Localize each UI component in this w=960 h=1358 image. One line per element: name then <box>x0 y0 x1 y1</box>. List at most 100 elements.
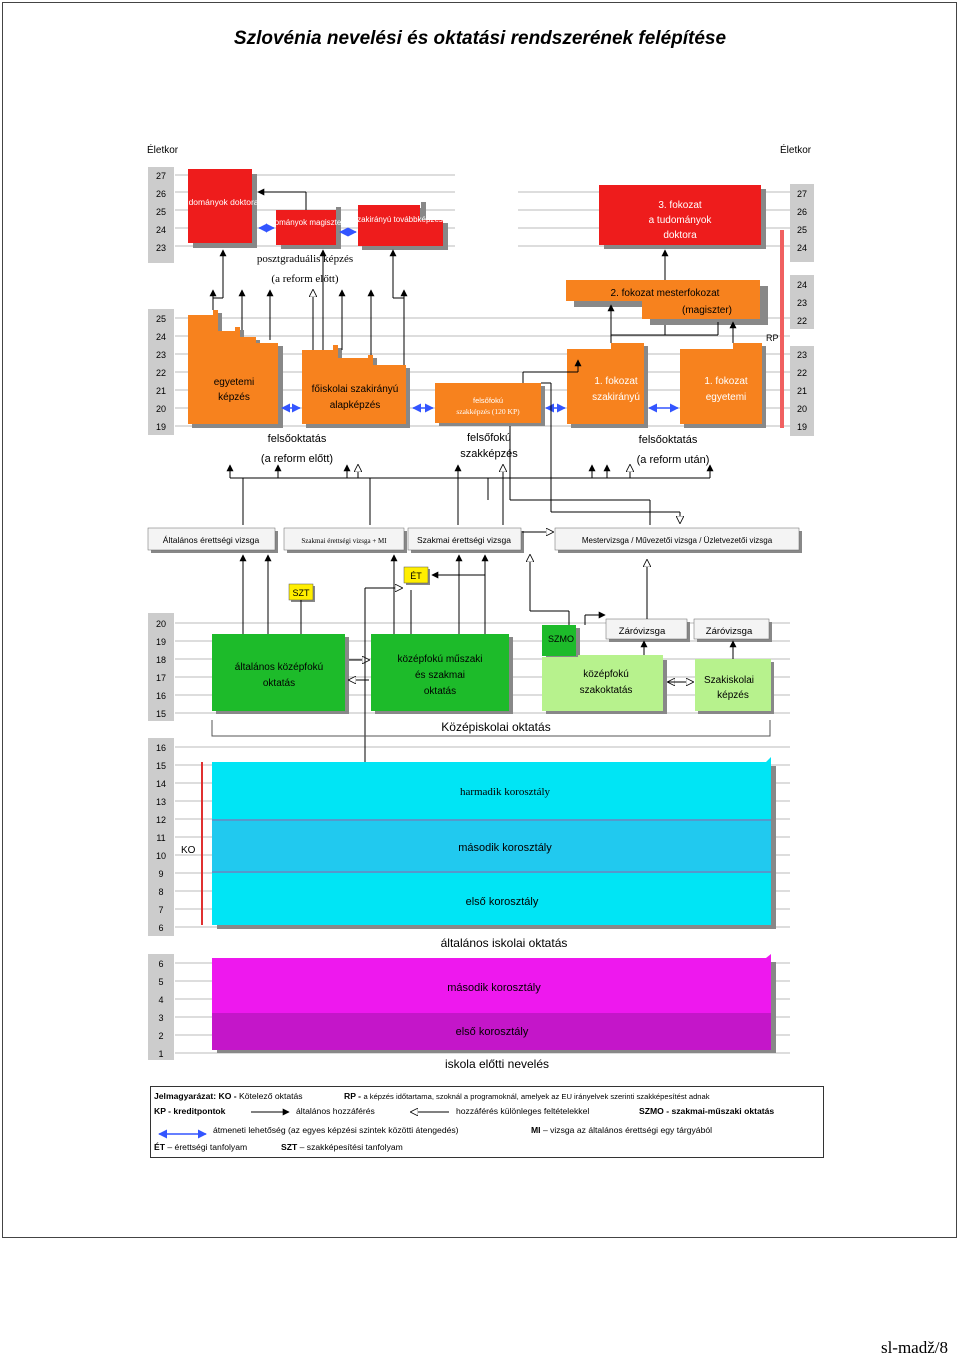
age-column-left-top: 27 26 25 24 23 <box>148 167 174 263</box>
svg-text:1. fokozat: 1. fokozat <box>594 376 638 387</box>
svg-text:középfokú műszaki: középfokú műszaki <box>397 654 482 665</box>
svg-text:3. fokozat: 3. fokozat <box>658 200 702 211</box>
education-system-diagram: Életkor Életkor 27 26 25 24 23 25 24 23 … <box>147 143 814 1071</box>
svg-text:oktatás: oktatás <box>263 678 295 689</box>
blue-transition-arrows <box>258 223 679 413</box>
age-tick: 18 <box>156 655 166 665</box>
age-tick: 24 <box>156 332 166 342</box>
compulsory-education-block: harmadik korosztály második korosztály e… <box>212 757 776 929</box>
box-szt: SZT <box>288 583 315 602</box>
age-tick: 4 <box>158 995 163 1005</box>
age-tick: 15 <box>156 761 166 771</box>
rp-label: RP <box>766 333 779 343</box>
svg-text:(magiszter): (magiszter) <box>682 305 732 316</box>
label-felsooktatas-elott: felsőoktatás <box>268 433 327 445</box>
legend-altalanos-hozzaferes: általános hozzáférés <box>296 1106 375 1116</box>
svg-text:2. fokozat mesterfokozat: 2. fokozat mesterfokozat <box>611 288 720 299</box>
age-tick: 5 <box>158 977 163 987</box>
legend-szt: SZT – szakképesítési tanfolyam <box>281 1142 403 1152</box>
age-tick: 26 <box>797 207 807 217</box>
footer-code: sl-madž/8 <box>880 1338 948 1357</box>
connectors-upper <box>209 188 737 383</box>
exam-szakmai-erettsegi: Szakmai érettségi vizsga <box>407 527 524 553</box>
age-tick: 19 <box>156 637 166 647</box>
label-harmadik-korosztaly: harmadik korosztály <box>460 786 551 798</box>
age-tick: 12 <box>156 815 166 825</box>
label-felsooktatas-utan: felsőoktatás <box>639 434 698 446</box>
age-tick: 23 <box>156 243 166 253</box>
box-3-fokozat: 3. fokozat a tudományok doktora <box>599 185 766 249</box>
box-szmo: SZMO <box>542 625 580 659</box>
box-felsofoku-szakkepzes: felsőfokú szakképzés (120 KP) <box>435 383 545 426</box>
age-tick: 3 <box>158 1013 163 1023</box>
svg-text:Szakiskolai: Szakiskolai <box>704 675 754 686</box>
age-tick: 23 <box>797 298 807 308</box>
age-column-left-preschool: 6 5 4 3 2 1 <box>148 954 174 1060</box>
svg-text:Általános érettségi vizsga: Általános érettségi vizsga <box>163 535 260 545</box>
box-1-fokozat-egyetemi: 1. fokozat egyetemi <box>680 343 766 428</box>
svg-text:doktora: doktora <box>663 230 697 241</box>
preschool-block: második korosztály első korosztály <box>212 954 776 1053</box>
label-elso-korosztaly: első korosztály <box>466 896 539 908</box>
age-column-right-top: 27 26 25 24 <box>790 184 814 262</box>
age-tick: 20 <box>156 404 166 414</box>
age-column-left-mid: 25 24 23 22 21 20 19 <box>148 309 174 435</box>
age-tick: 6 <box>158 959 163 969</box>
svg-text:Szakmai érettségi vizsga + MI: Szakmai érettségi vizsga + MI <box>301 537 387 545</box>
svg-text:a tudományok: a tudományok <box>649 215 713 226</box>
legend-row-1: Jelmagyarázat: KO - Kötelező oktatás <box>154 1091 303 1101</box>
svg-text:szakoktatás: szakoktatás <box>580 685 633 696</box>
age-tick: 22 <box>797 316 807 326</box>
svg-text:középfokú: középfokú <box>583 669 629 680</box>
age-tick: 25 <box>156 207 166 217</box>
age-tick: 10 <box>156 851 166 861</box>
age-tick: 15 <box>156 709 166 719</box>
box-et: ÉT <box>403 566 430 585</box>
box-kozepfoku-muszaki: középfokú műszaki és szakmai oktatás <box>371 634 513 714</box>
label-felsofoku-szakkepzes: felsőfokú <box>467 432 511 444</box>
age-tick: 16 <box>156 691 166 701</box>
age-tick: 21 <box>797 386 807 396</box>
age-tick: 19 <box>156 422 166 432</box>
age-tick: 25 <box>797 225 807 235</box>
label-kozepiskolai: Középiskolai oktatás <box>441 720 550 734</box>
page-title: Szlovénia nevelési és oktatási rendszeré… <box>233 28 727 49</box>
svg-text:SZT: SZT <box>293 588 311 598</box>
age-column-left-secondary: 20 19 18 17 16 15 <box>148 613 174 721</box>
age-tick: 20 <box>156 619 166 629</box>
age-tick: 6 <box>158 923 163 933</box>
age-tick: 23 <box>156 350 166 360</box>
svg-text:és szakmai: és szakmai <box>415 670 465 681</box>
label-masodik-korosztaly: második korosztály <box>458 842 552 854</box>
age-tick: 24 <box>797 243 807 253</box>
legend-rp: RP - a képzés időtartama, szoknál a prog… <box>344 1091 710 1101</box>
age-tick: 21 <box>156 386 166 396</box>
svg-text:oktatás: oktatás <box>424 686 456 697</box>
box-altalanos-kozepfoku: általános középfokú oktatás <box>212 634 349 714</box>
legend-arrows <box>158 1087 449 1139</box>
exam-szakmai-erettsegi-mi: Szakmai érettségi vizsga + MI <box>283 527 407 553</box>
label-posztgradualis-sub: (a reform előtt) <box>271 273 339 285</box>
label-altalanos-iskolai: általános iskolai oktatás <box>441 936 568 950</box>
age-tick: 14 <box>156 779 166 789</box>
svg-text:1. fokozat: 1. fokozat <box>704 376 748 387</box>
svg-text:ÉT: ÉT <box>410 571 422 581</box>
label-felsooktatas-utan-sub: (a reform után) <box>637 454 710 466</box>
age-tick: 20 <box>797 404 807 414</box>
box-zarovizsga-2: Záróvizsga <box>693 618 772 642</box>
svg-text:általános középfokú: általános középfokú <box>235 662 323 673</box>
svg-text:egyetemi: egyetemi <box>706 392 747 403</box>
connectors-secondary <box>239 555 737 765</box>
legend-atmeneti: átmeneti lehetőség (az egyes képzési szi… <box>213 1125 459 1135</box>
label-elso-korosztaly-pre: első korosztály <box>456 1026 529 1038</box>
bracket-kozepiskolai <box>211 720 771 737</box>
svg-text:főiskolai szakirányú: főiskolai szakirányú <box>312 384 399 395</box>
svg-text:tudományok magisztere: tudományok magisztere <box>264 218 349 227</box>
age-tick: 26 <box>156 189 166 199</box>
label-felsooktatas-elott-sub: (a reform előtt) <box>261 453 333 465</box>
svg-text:Záróvizsga: Záróvizsga <box>619 626 666 637</box>
svg-text:képzés: képzés <box>717 690 749 701</box>
svg-text:Záróvizsga: Záróvizsga <box>706 626 753 637</box>
age-column-left-compulsory: 16 15 14 13 12 11 10 9 8 7 6 <box>148 738 174 936</box>
connectors-exams-to-higher <box>226 382 714 525</box>
